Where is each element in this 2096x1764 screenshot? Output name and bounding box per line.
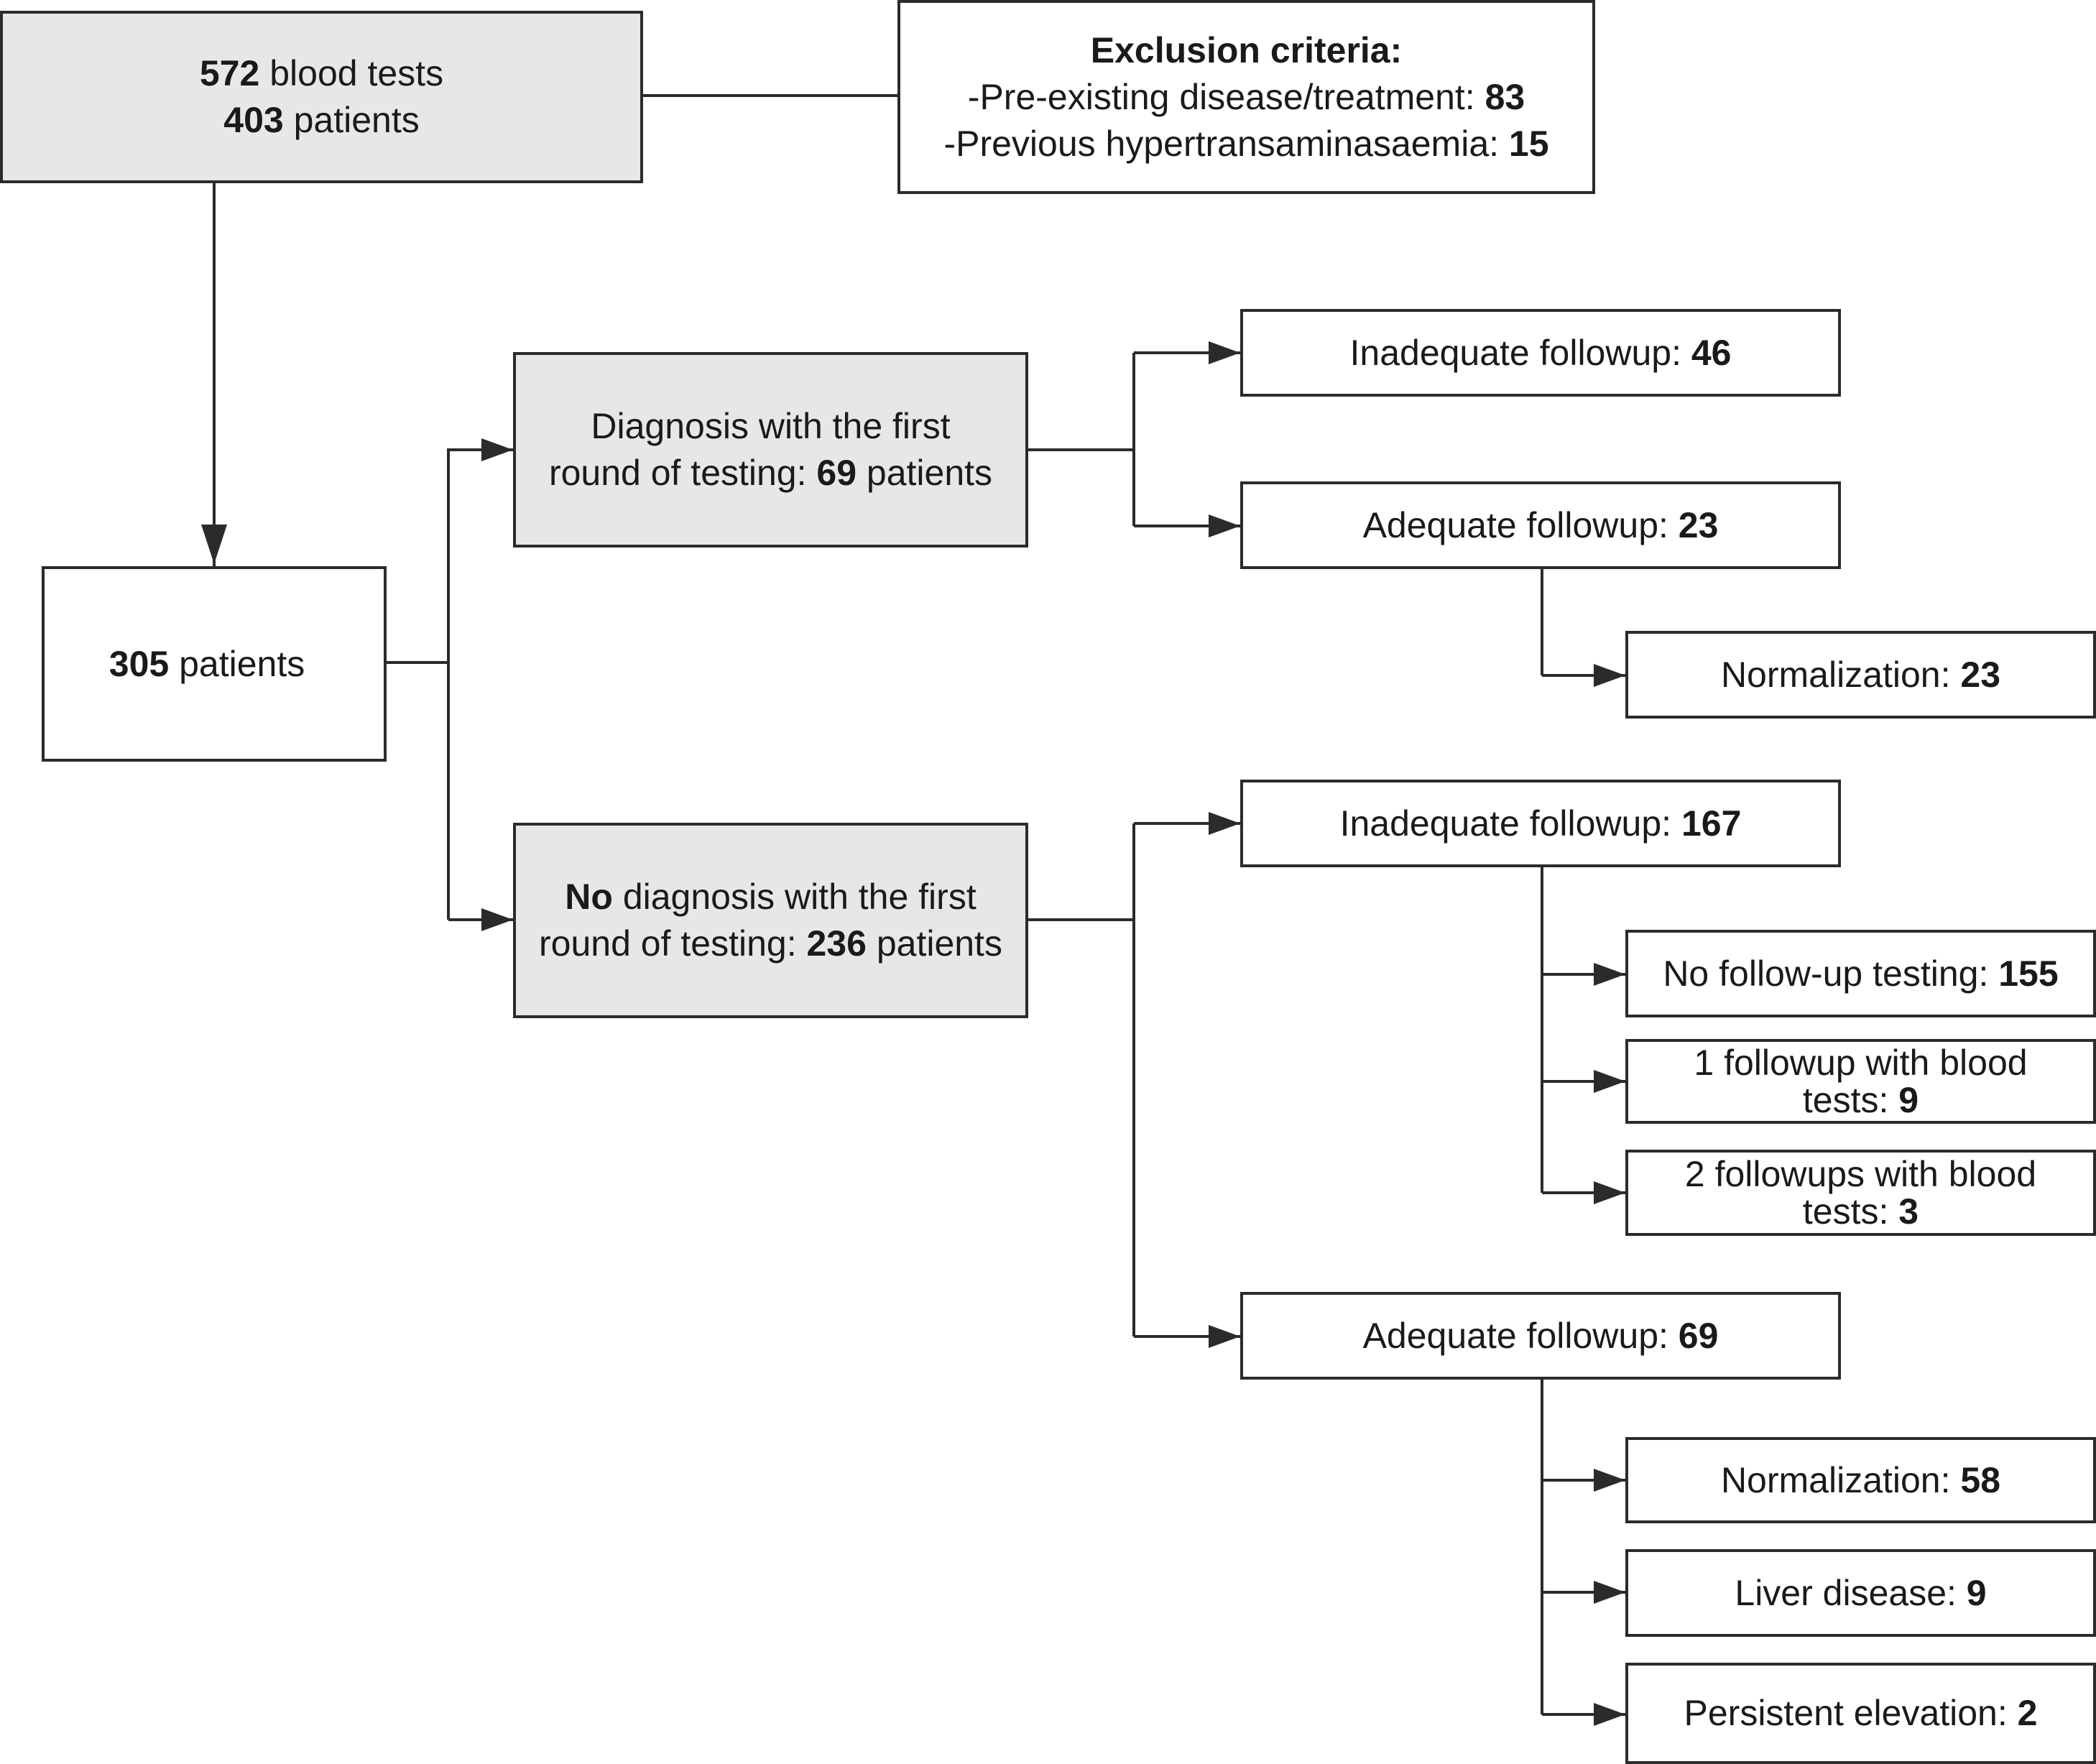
no-diagnosis-line1-rest: diagnosis with the first — [612, 877, 977, 917]
inadequate-followup-167-text: Inadequate followup: 167 — [1340, 800, 1742, 847]
arrowhead-normalization-58 — [1594, 1469, 1625, 1492]
two-followups-count: 3 — [1898, 1191, 1919, 1232]
liver-disease-9-box: Liver disease: 9 — [1625, 1549, 2096, 1637]
inadequate-followup-46-label: Inadequate followup: — [1349, 332, 1691, 373]
no-diagnosis-count: 236 — [806, 923, 867, 964]
no-diagnosis-prefix: round of testing: — [539, 923, 807, 964]
exclusion-preexisting: -Pre-existing disease/treatment: 83 — [968, 74, 1525, 121]
exclusion-hypertransaminasaemia-label: -Previous hypertransaminasaemia: — [943, 123, 1509, 164]
diagnosis-first-round-count: 69 — [816, 453, 857, 493]
patients-label: patients — [283, 100, 420, 140]
exclusion-title: Exclusion criteria: — [1090, 29, 1403, 70]
inadequate-followup-167-count: 167 — [1681, 803, 1742, 844]
arrowhead-normalization-23 — [1594, 664, 1625, 687]
one-followup-blood-tests-box: 1 followup with blood tests: 9 — [1625, 1039, 2096, 1124]
arrowhead-adequate-23 — [1209, 514, 1240, 537]
adequate-followup-23-label: Adequate followup: — [1362, 504, 1679, 545]
normalization-23-box: Normalization: 23 — [1625, 631, 2096, 719]
one-followup-count: 9 — [1898, 1080, 1919, 1120]
arrowhead-305 — [201, 525, 227, 564]
one-followup-line2: tests: 9 — [1803, 1081, 1919, 1119]
blood-tests-count: 572 — [199, 53, 260, 93]
normalization-23-label: Normalization: — [1720, 654, 1961, 695]
inadequate-followup-46-box: Inadequate followup: 46 — [1240, 309, 1841, 397]
no-diagnosis-line2: round of testing: 236 patients — [539, 920, 1002, 967]
no-followup-testing-155-count: 155 — [1998, 953, 2059, 994]
patients-count: 403 — [223, 100, 284, 140]
adequate-followup-23-text: Adequate followup: 23 — [1363, 502, 1719, 549]
no-diagnosis-suffix: patients — [866, 923, 1002, 964]
persistent-elevation-2-count: 2 — [2017, 1693, 2038, 1733]
no-followup-testing-155-label: No follow-up testing: — [1663, 953, 1999, 994]
arrowhead-no-followup-155 — [1594, 963, 1625, 986]
normalization-58-box: Normalization: 58 — [1625, 1437, 2096, 1523]
liver-disease-9-text: Liver disease: 9 — [1735, 1570, 1986, 1617]
arrowhead-persistent-2 — [1594, 1703, 1625, 1726]
diagnosis-first-round-box: Diagnosis with the first round of testin… — [513, 352, 1028, 548]
diagnosis-first-round-prefix: round of testing: — [548, 453, 817, 493]
inadequate-followup-167-label: Inadequate followup: — [1339, 803, 1681, 844]
exclusion-criteria-box: Exclusion criteria: -Pre-existing diseas… — [897, 0, 1595, 194]
liver-disease-9-count: 9 — [1966, 1572, 1987, 1613]
no-followup-testing-155-box: No follow-up testing: 155 — [1625, 930, 2096, 1017]
persistent-elevation-2-text: Persistent elevation: 2 — [1684, 1690, 2038, 1737]
no-diagnosis-line1: No diagnosis with the first — [565, 874, 976, 920]
diagnosis-first-round-line2: round of testing: 69 patients — [549, 450, 992, 497]
two-followups-line2: tests: 3 — [1803, 1193, 1919, 1230]
two-followups-prefix: tests: — [1802, 1191, 1899, 1232]
arrowhead-liver-disease-9 — [1594, 1581, 1625, 1604]
adequate-followup-23-count: 23 — [1678, 504, 1719, 545]
no-diagnosis-no: No — [565, 877, 613, 917]
two-followups-blood-tests-box: 2 followups with blood tests: 3 — [1625, 1150, 2096, 1236]
inadequate-followup-46-text: Inadequate followup: 46 — [1350, 330, 1732, 377]
normalization-23-count: 23 — [1960, 654, 2001, 695]
start-box: 572 blood tests 403 patients — [0, 11, 643, 183]
inadequate-followup-167-box: Inadequate followup: 167 — [1240, 780, 1841, 867]
inadequate-followup-46-count: 46 — [1691, 332, 1732, 373]
no-followup-testing-155-text: No follow-up testing: 155 — [1663, 951, 2058, 997]
arrowhead-inadequate-167 — [1209, 812, 1240, 835]
liver-disease-9-label: Liver disease: — [1735, 1572, 1967, 1613]
adequate-followup-69-count: 69 — [1678, 1315, 1719, 1356]
patients-305-text: 305 patients — [109, 641, 305, 688]
adequate-followup-69-label: Adequate followup: — [1362, 1315, 1679, 1356]
exclusion-preexisting-count: 83 — [1485, 76, 1525, 117]
persistent-elevation-2-label: Persistent elevation: — [1684, 1693, 2018, 1733]
blood-tests-line: 572 blood tests — [200, 50, 443, 97]
blood-tests-label: blood tests — [259, 53, 444, 93]
normalization-58-count: 58 — [1960, 1459, 2001, 1500]
adequate-followup-69-box: Adequate followup: 69 — [1240, 1292, 1841, 1380]
arrowhead-adequate-69 — [1209, 1325, 1240, 1348]
two-followups-line1: 2 followups with blood — [1684, 1154, 2037, 1194]
arrowhead-no-diag — [481, 908, 513, 931]
no-diagnosis-first-round-box: No diagnosis with the first round of tes… — [513, 823, 1028, 1018]
normalization-58-label: Normalization: — [1720, 1459, 1961, 1500]
normalization-23-text: Normalization: 23 — [1721, 652, 2000, 698]
arrowhead-diag-first — [481, 438, 513, 461]
persistent-elevation-2-box: Persistent elevation: 2 — [1625, 1663, 2096, 1764]
adequate-followup-23-box: Adequate followup: 23 — [1240, 481, 1841, 569]
arrowhead-one-followup-9 — [1594, 1070, 1625, 1093]
one-followup-prefix: tests: — [1802, 1080, 1899, 1120]
patients-305-box: 305 patients — [42, 566, 387, 762]
exclusion-preexisting-label: -Pre-existing disease/treatment: — [967, 76, 1485, 117]
patients-305-label: patients — [169, 643, 305, 684]
patients-line: 403 patients — [223, 97, 419, 144]
diagnosis-first-round-suffix: patients — [857, 453, 993, 493]
arrowhead-two-followups-3 — [1594, 1181, 1625, 1204]
exclusion-hypertransaminasaemia-count: 15 — [1508, 123, 1549, 164]
normalization-58-text: Normalization: 58 — [1721, 1457, 2000, 1504]
diagnosis-first-round-line1: Diagnosis with the first — [591, 406, 951, 446]
exclusion-hypertransaminasaemia: -Previous hypertransaminasaemia: 15 — [943, 121, 1548, 167]
adequate-followup-69-text: Adequate followup: 69 — [1363, 1313, 1719, 1359]
one-followup-line1: 1 followup with blood — [1694, 1043, 2028, 1083]
patients-305-count: 305 — [109, 643, 170, 684]
arrowhead-inadequate-46 — [1209, 341, 1240, 364]
